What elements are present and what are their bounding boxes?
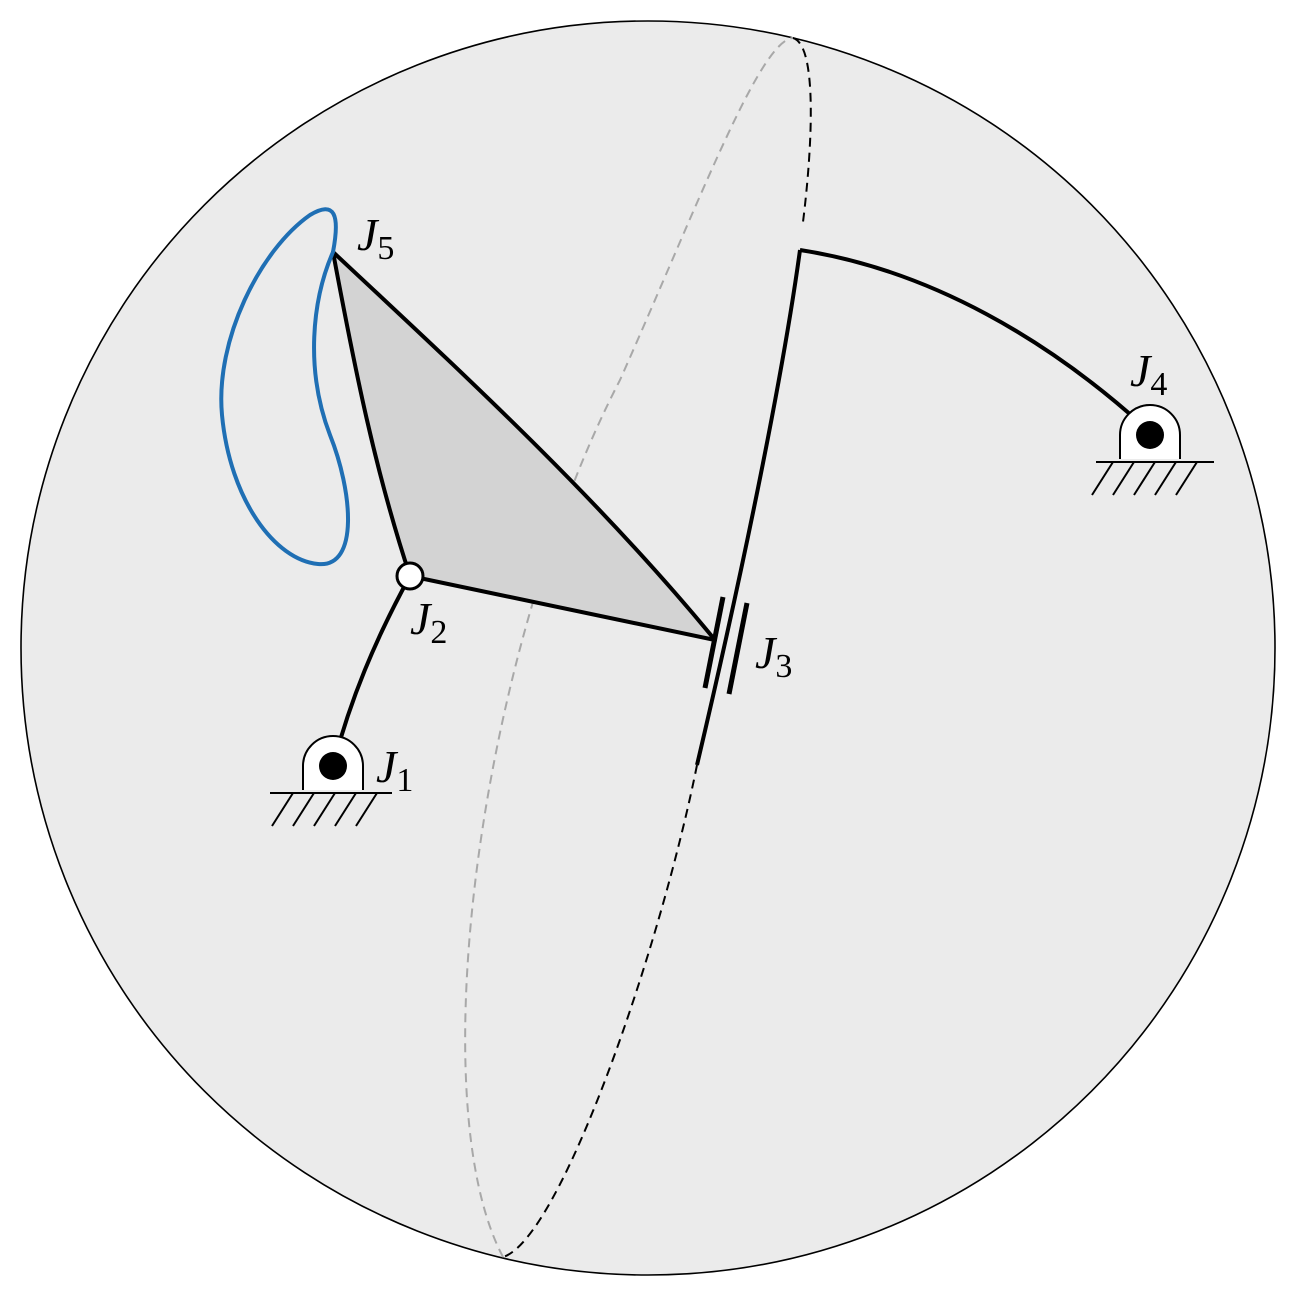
link-slider-j4: [799, 248, 1152, 434]
j2-label: J2: [410, 593, 447, 651]
j4-pivot: [1136, 421, 1164, 449]
j3-slider-guide: [702, 596, 750, 695]
coupler-triangle: [331, 250, 717, 642]
sphere: [20, 20, 1276, 1276]
j1-ground-support: [270, 735, 392, 827]
j5-label: J5: [357, 209, 394, 267]
j2-joint: [395, 561, 425, 591]
j3-label: J3: [755, 627, 792, 685]
coupler-curve: [219, 207, 350, 567]
j1-label: J1: [376, 741, 413, 799]
slider-rod: [695, 249, 802, 766]
great-circle-front-lower: [502, 764, 698, 1258]
j1-pivot: [319, 752, 347, 780]
j4-label: J4: [1130, 345, 1167, 403]
j4-ground-support: [1091, 404, 1214, 496]
